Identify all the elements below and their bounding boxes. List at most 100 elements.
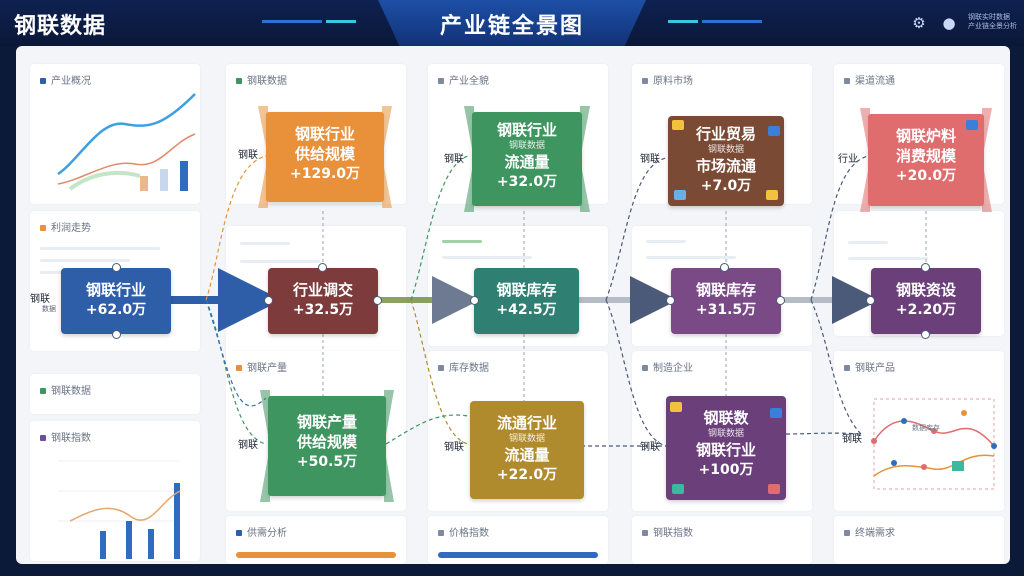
mini-bar-chart [58,460,181,559]
panel-dot-icon [844,78,850,84]
side-label: 钢联 [640,442,660,453]
node-pin [318,263,327,272]
panel-industry-overview: 产业概况 [30,64,200,204]
node-pin [921,330,930,339]
panel-dot-icon [844,530,850,536]
panel-col4-bottom: 钢联指数 [632,516,812,564]
progress-bar [438,552,598,558]
header-deco-bar [326,20,356,23]
panel-title: 钢联指数 [653,528,693,539]
box-icon [766,190,778,200]
panel-title: 渠道流通 [855,76,895,87]
industry-chain-board: 产业概况 利润走势 钢联数据 钢联指数 钢联数 [16,46,1010,564]
side-label: 钢联 [640,154,660,165]
panel-price-index: 价格指数 [428,516,608,564]
node-gl-consumption[interactable]: 钢联炉料 消费规模 +20.0万 [868,114,984,206]
panel-title: 钢联数据 [51,386,91,397]
panel-title: 利润走势 [51,223,91,234]
node-industry-trade[interactable]: 行业调交 +32.5万 [268,268,378,334]
box-icon [674,190,686,200]
flag-icon [670,402,682,412]
node-pin [112,330,121,339]
title-plate [378,0,646,46]
side-label: 钢联 [842,434,862,445]
chain-links [171,155,927,447]
side-label-sub: 数据 [42,305,56,313]
node-pin [866,296,875,305]
box-icon [672,484,684,494]
panel-dot-icon [438,365,444,371]
node-gl-circulation[interactable]: 钢联行业 钢联数据 流通量 +32.0万 [472,112,582,206]
panel-title: 库存数据 [449,363,489,374]
node-gl-inventory[interactable]: 钢联库存 +42.5万 [474,268,579,334]
panel-dot-icon [438,78,444,84]
side-label: 行业 [838,154,858,165]
node-industry-trading[interactable]: 行业贸易 钢联数据 市场流通 +7.0万 [668,116,784,206]
mini-chart-legend: 数据库存 [912,424,940,432]
cloud-icon [768,126,780,136]
panel-title: 钢联产量 [247,363,287,374]
panel-title: 钢联指数 [51,433,91,444]
top-header: 钢联数据 产业链全景图 ⚙ ● 钢联实时数据 产业链全景分析 [0,0,1024,46]
page-title: 产业链全景图 [439,14,584,39]
panel-gl-products: 钢联产品 数据库存 [834,351,1004,511]
box-icon [768,484,780,494]
node-circulation-industry[interactable]: 流通行业 钢联数据 流通量 +22.0万 [470,401,584,499]
panel-dot-icon [642,78,648,84]
panel-dot-icon [236,530,242,536]
panel-dot-icon [236,365,242,371]
side-label: 钢联 [444,154,464,165]
panel-dot-icon [844,365,850,371]
user-icon[interactable]: ● [942,14,956,32]
header-deco-bar [668,20,698,23]
flag-icon [672,120,684,130]
panel-title: 制造企业 [653,363,693,374]
progress-bar [236,552,396,558]
panel-title: 产业概况 [51,76,91,87]
panel-dot-icon [40,435,46,441]
brand-logo-text: 钢联数据 [14,14,107,39]
side-label: 钢联 [30,294,50,305]
mini-line-chart [57,93,196,191]
box-icon [966,120,978,130]
node-pin [776,296,785,305]
panel-title: 原料市场 [653,76,693,87]
node-pin [921,263,930,272]
panel-gl-index: 钢联指数 [30,421,200,561]
panel-end-demand: 终端需求 [834,516,1004,564]
node-gl-industry[interactable]: 钢联行业 +62.0万 [61,268,171,334]
node-pin [112,263,121,272]
node-pin [666,296,675,305]
panel-title: 终端需求 [855,528,895,539]
panel-dot-icon [40,388,46,394]
panel-dot-icon [438,530,444,536]
gear-icon[interactable]: ⚙ [912,14,926,32]
panel-title: 钢联数据 [247,76,287,87]
node-gl-output[interactable]: 钢联产量 供给规模 +50.5万 [268,396,386,496]
cloud-icon [770,408,782,418]
panel-title: 钢联产品 [855,363,895,374]
node-pin [373,296,382,305]
side-label: 钢联 [444,442,464,453]
panel-gl-data: 钢联数据 [30,374,200,414]
side-label: 钢联 [238,150,258,161]
panel-dot-icon [236,78,242,84]
panel-dot-icon [40,78,46,84]
side-label: 钢联 [238,440,258,451]
panel-dot-icon [642,530,648,536]
node-gl-stock[interactable]: 钢联库存 +31.5万 [671,268,781,334]
node-gl-supply[interactable]: 钢联行业 供给规模 +129.0万 [266,112,384,202]
mini-scatter-chart [871,398,997,490]
header-info: 钢联实时数据 产业链全景分析 [968,13,1017,30]
panel-dot-icon [642,365,648,371]
panel-title: 供需分析 [247,528,287,539]
panel-supply-demand: 供需分析 [226,516,406,564]
header-deco-bar [702,20,762,23]
header-deco-bar [262,20,322,23]
panel-dot-icon [40,225,46,231]
node-pin [470,296,479,305]
node-gl-equipment[interactable]: 钢联资设 +2.20万 [871,268,981,334]
node-pin [720,263,729,272]
panel-title: 价格指数 [449,528,489,539]
node-gl-number[interactable]: 钢联数 钢联数据 钢联行业 +100万 [666,396,786,500]
